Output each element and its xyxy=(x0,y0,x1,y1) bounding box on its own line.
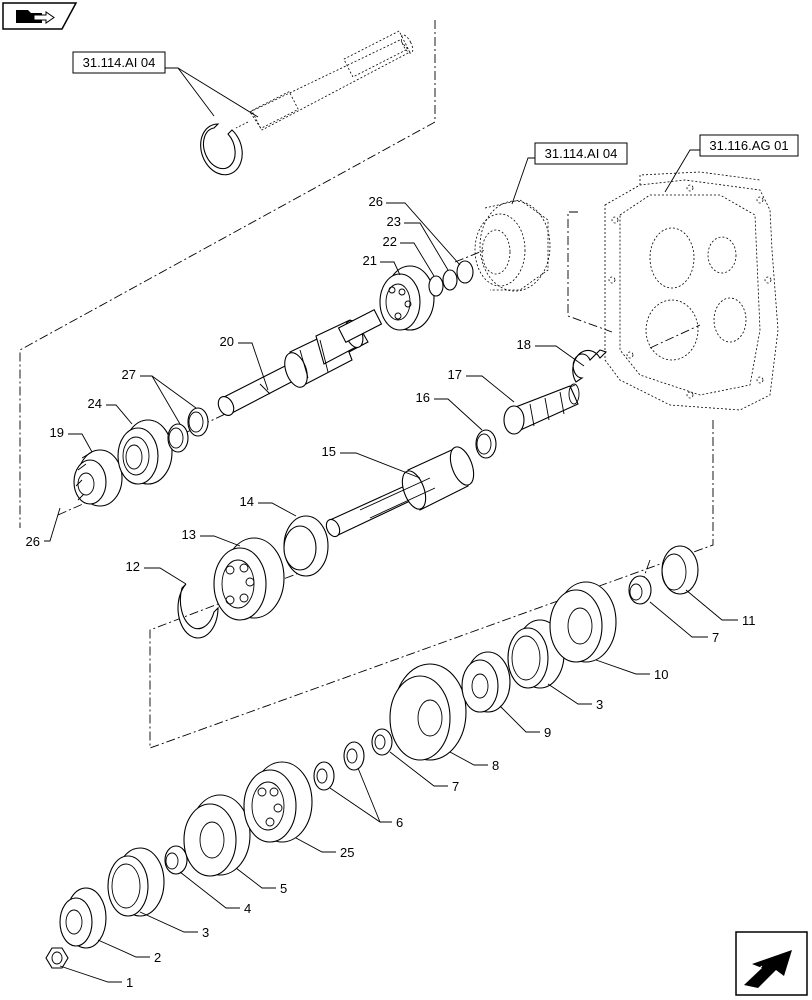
callout-15: 15 xyxy=(322,444,336,459)
folder-arrow-icon[interactable] xyxy=(2,2,78,30)
bearing-housing-reference xyxy=(474,199,551,292)
callout-13: 13 xyxy=(182,527,196,542)
callout-11: 11 xyxy=(742,613,756,628)
svg-text:31.114.AI 04: 31.114.AI 04 xyxy=(545,146,618,161)
clip-18 xyxy=(572,349,608,383)
callout-25: 25 xyxy=(340,845,354,860)
rings-22-23-26 xyxy=(428,260,474,297)
circlip-12 xyxy=(177,583,219,639)
gear-9 xyxy=(461,651,511,713)
synchro-3-lower xyxy=(107,847,165,917)
splined-hub-17 xyxy=(503,383,580,435)
svg-text:31.114.AI 04: 31.114.AI 04 xyxy=(83,55,156,70)
shaft-20 xyxy=(217,309,383,417)
callout-12: 12 xyxy=(126,559,140,574)
reference-shaft-top xyxy=(235,30,414,131)
callout-21: 21 xyxy=(363,253,377,268)
gear-5 xyxy=(183,794,251,877)
spacer-7-upper xyxy=(628,575,652,605)
callout-22: 22 xyxy=(383,234,397,249)
next-page-arrow-icon[interactable] xyxy=(735,931,808,996)
callout-3-upper: 3 xyxy=(596,697,603,712)
callout-6: 6 xyxy=(396,815,403,830)
reference-box-middle[interactable]: 31.114.AI 04 xyxy=(534,142,628,165)
nut-1 xyxy=(45,947,69,969)
svg-text:31.116.AG 01: 31.116.AG 01 xyxy=(709,138,788,153)
callout-24: 24 xyxy=(88,396,102,411)
callout-27: 27 xyxy=(122,367,136,382)
bearing-13 xyxy=(213,537,285,621)
callout-17: 17 xyxy=(448,367,462,382)
spacer-14 xyxy=(283,515,329,577)
gear-8 xyxy=(389,663,467,761)
callout-7-upper: 7 xyxy=(712,630,719,645)
callout-14: 14 xyxy=(240,494,254,509)
callout-4: 4 xyxy=(244,901,251,916)
spacer-4 xyxy=(164,845,188,875)
callout-26-top: 26 xyxy=(369,194,383,209)
callout-26-left: 26 xyxy=(26,534,40,549)
callout-19: 19 xyxy=(50,425,64,440)
circlip-reference xyxy=(200,123,243,176)
ring-16 xyxy=(475,429,497,459)
snap-rings-27 xyxy=(167,407,209,453)
bearing-25 xyxy=(243,761,313,843)
callout-18: 18 xyxy=(517,337,531,352)
gear-hub-19 xyxy=(73,449,123,507)
callout-numbers: 26 23 22 21 18 20 27 24 17 16 19 15 14 1… xyxy=(26,194,756,990)
gear-10 xyxy=(549,581,617,663)
bearing-24 xyxy=(117,419,173,485)
spacer-7-lower xyxy=(371,728,393,756)
callout-10: 10 xyxy=(654,667,668,682)
gear-2 xyxy=(59,887,107,949)
leader-lines xyxy=(44,202,738,983)
callout-8: 8 xyxy=(492,758,499,773)
callout-5: 5 xyxy=(280,881,287,896)
reference-box-top-left[interactable]: 31.114.AI 04 xyxy=(72,51,166,74)
transmission-housing-reference xyxy=(604,171,779,411)
callout-3-lower: 3 xyxy=(202,925,209,940)
callout-9: 9 xyxy=(544,725,551,740)
callout-1: 1 xyxy=(126,975,133,990)
callout-2: 2 xyxy=(154,950,161,965)
callout-20: 20 xyxy=(220,334,234,349)
bearing-21 xyxy=(379,265,435,331)
callout-16: 16 xyxy=(416,390,430,405)
shaft-15 xyxy=(325,446,475,538)
ring-11 xyxy=(661,545,699,595)
reference-box-right[interactable]: 31.116.AG 01 xyxy=(699,134,799,157)
callout-23: 23 xyxy=(387,214,401,229)
callout-7-lower: 7 xyxy=(452,779,459,794)
washers-6 xyxy=(313,741,365,791)
